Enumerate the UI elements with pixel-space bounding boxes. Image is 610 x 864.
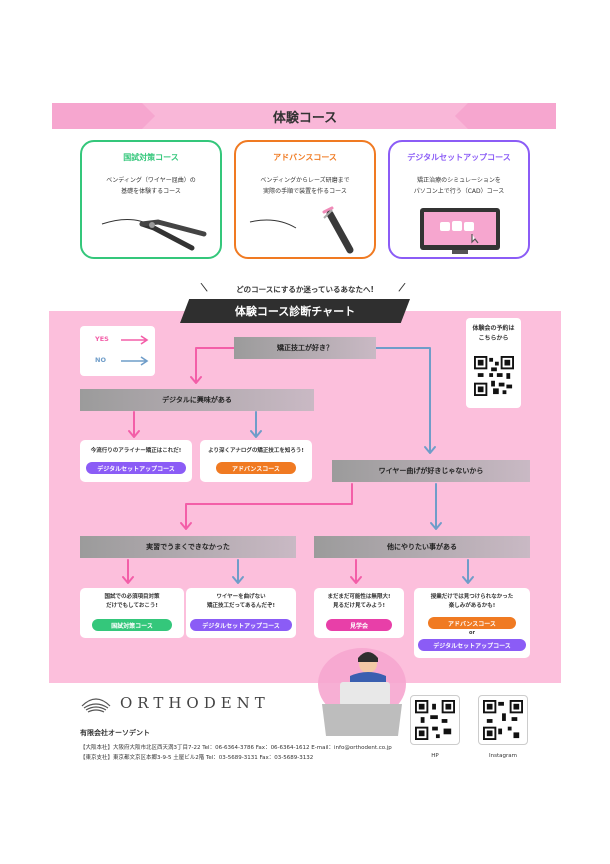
instagram-label: Instagram [489,753,517,759]
handpiece-icon [249,206,354,254]
logo-text: ORTHODENT [120,694,270,712]
pill-advance[interactable]: アドバンスコース [428,617,516,629]
hp-label: HP [431,753,439,759]
q-something-else: 他にやりたい事がある [314,536,530,558]
course-card-kokushi[interactable]: 国試対策コース ベンディング（ワイヤー屈曲）の 基礎を体験するコース [80,140,222,259]
orthodent-logo-icon [81,698,111,713]
result-advance-1[interactable]: より深くアナログの矯正技工を知ろう! アドバンスコース [200,440,312,482]
q-digital-interest: デジタルに興味がある [80,389,314,411]
reservation-box[interactable]: 体験会の予約は こちらから [466,318,521,408]
course-title: 国試対策コース [123,153,179,162]
pill-digital[interactable]: デジタルセットアップコース [418,639,526,651]
plier-icon [101,219,207,251]
q-dislike-wire: ワイヤー曲げが好きじゃないから [332,460,530,482]
result-kokushi[interactable]: 国試での必須項目対策 だけでもしておこう! 国試対策コース [80,588,184,638]
question-text: どのコースにするか迷っているあなたへ! [236,284,374,294]
course-desc: ベンディングからレーズ研磨まで 実際の手順で装置を作るコース [260,177,350,195]
pill-advance[interactable]: アドバンスコース [216,462,296,474]
course-card-advance[interactable]: アドバンスコース ベンディングからレーズ研磨まで 実際の手順で装置を作るコース [234,140,376,259]
qr-code-icon[interactable] [474,356,514,396]
student-illustration [318,648,406,736]
or-label: or [469,630,475,636]
page-title-plate: 体験コース [142,103,468,129]
q-practice-failed: 実習でうまくできなかった [80,536,296,558]
instagram-qr-code[interactable] [478,695,528,745]
legend-yes: YES [95,335,109,343]
result-tour[interactable]: まだまだ可能性は無限大! 見るだけ見てみよう! 見学会 [314,588,404,638]
course-desc: 矯正治療のシミュレーションを パソコン上で行う（CAD）コース [413,177,505,195]
hp-qr-code[interactable] [410,695,460,745]
company-name: 有限会社オーソデント [80,729,150,737]
result-advance-or-digital[interactable]: 授業だけでは見つけられなかった 楽しみがあるかも! アドバンスコース or デジ… [414,588,530,658]
result-digital-1[interactable]: 今流行りのアライナー矯正はこれだ! デジタルセットアップコース [80,440,192,482]
qr-code-icon [483,700,523,740]
course-desc: ベンディング（ワイヤー屈曲）の 基礎を体験するコース [106,177,196,195]
monitor-icon [420,208,500,254]
course-title: アドバンスコース [273,153,337,162]
q-likes-ortho: 矯正技工が好き？ [234,337,376,359]
legend-no: NO [95,356,106,364]
no-arrow-icon [121,356,149,366]
address-tokyo: 【東京支社】東京都文京区本郷3-9-5 土屋ビル2階 Tel：03-5689-3… [80,755,314,761]
pill-kokushi[interactable]: 国試対策コース [92,619,172,631]
chart-title: 体験コース診断チャート [180,299,410,323]
result-digital-2[interactable]: ワイヤーを曲げない 矯正技工だってあるんだぞ! デジタルセットアップコース [186,588,296,638]
pill-digital[interactable]: デジタルセットアップコース [190,619,292,631]
qr-code-icon [415,700,455,740]
yes-arrow-icon [121,335,149,345]
pill-tour[interactable]: 見学会 [326,619,392,631]
course-card-digital[interactable]: デジタルセットアップコース 矯正治療のシミュレーションを パソコン上で行う（CA… [388,140,530,259]
address-osaka: 【大阪本社】大阪府大阪市北区西天満3丁目7-22 Tel：06-6364-378… [80,745,392,751]
legend: YES NO [80,326,155,376]
pill-digital[interactable]: デジタルセットアップコース [86,462,186,474]
reservation-text: 体験会の予約は こちらから [472,325,515,342]
course-title: デジタルセットアップコース [407,153,511,162]
